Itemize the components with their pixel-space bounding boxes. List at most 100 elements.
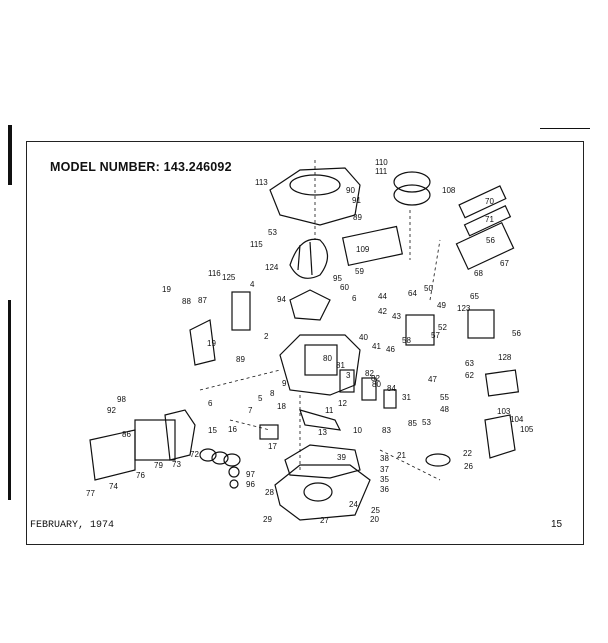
part-number-label: 125 xyxy=(222,273,236,282)
part-number-label: 5 xyxy=(258,394,263,403)
part-number-label: 63 xyxy=(465,359,474,368)
part-number-label: 65 xyxy=(470,292,479,301)
part-number-label: 68 xyxy=(474,269,483,278)
part-number-label: 82 xyxy=(365,369,374,378)
part-number-label: 84 xyxy=(387,384,396,393)
footer-page-number: 15 xyxy=(551,519,563,530)
part-number-label: 48 xyxy=(440,405,449,414)
part-number-label: 24 xyxy=(349,500,358,509)
part-number-label: 18 xyxy=(277,402,286,411)
part-number-label: 92 xyxy=(107,406,116,415)
part-number-label: 44 xyxy=(378,292,387,301)
part-number-label: 81 xyxy=(336,361,345,370)
dashed-assembly-lines xyxy=(199,160,441,481)
part-number-label: 73 xyxy=(172,460,181,469)
part-number-label: 36 xyxy=(380,485,389,494)
part-number-label: 105 xyxy=(520,425,534,434)
part-number-label: 49 xyxy=(437,301,446,310)
part-number-label: 60 xyxy=(340,283,349,292)
part-number-label: 42 xyxy=(378,307,387,316)
part-number-label: 91 xyxy=(352,196,361,205)
part-number-label: 7 xyxy=(248,406,253,415)
part-number-label: 31 xyxy=(402,393,411,402)
part-number-label: 123 xyxy=(457,304,471,313)
part-number-label: 21 xyxy=(397,451,406,460)
scan-edge-mark xyxy=(540,128,590,129)
part-number-label: 104 xyxy=(510,415,524,424)
part-number-label: 59 xyxy=(355,267,364,276)
part-number-label: 15 xyxy=(208,426,217,435)
part-number-label: 115 xyxy=(250,240,263,249)
part-number-label: 47 xyxy=(428,375,437,384)
part-number-label: 110 xyxy=(375,158,388,167)
diagram-frame xyxy=(26,141,584,545)
part-number-label: 71 xyxy=(485,215,494,224)
part-number-label: 16 xyxy=(228,425,237,434)
part-number-label: 46 xyxy=(386,345,395,354)
part-number-label: 124 xyxy=(265,263,279,272)
part-number-label: 70 xyxy=(485,197,494,206)
scan-edge-mark xyxy=(8,125,12,185)
part-number-label: 4 xyxy=(250,280,255,289)
part-number-label: 72 xyxy=(190,450,199,459)
part-number-label: 111 xyxy=(375,167,388,176)
part-number-label: 52 xyxy=(438,323,447,332)
part-number-label: 19 xyxy=(162,285,171,294)
part-number-label: 128 xyxy=(498,353,512,362)
part-number-label: 25 xyxy=(371,506,380,515)
part-number-label: 3 xyxy=(346,371,351,380)
part-number-label: 98 xyxy=(117,395,126,404)
part-number-label: 67 xyxy=(500,259,509,268)
part-number-label: 103 xyxy=(497,407,511,416)
part-number-labels: 1101111081139091538970715667681091151241… xyxy=(86,158,534,525)
engine-parts-outlines xyxy=(89,167,520,521)
part-number-label: 20 xyxy=(370,515,379,524)
part-number-label: 38 xyxy=(380,454,389,463)
part-number-label: 12 xyxy=(338,399,347,408)
part-number-label: 17 xyxy=(268,442,277,451)
footer-date: FEBRUARY, 1974 xyxy=(30,520,115,531)
part-number-label: 116 xyxy=(208,269,221,278)
part-number-label: 77 xyxy=(86,489,95,498)
part-number-label: 85 xyxy=(408,419,417,428)
part-number-label: 8 xyxy=(270,389,275,398)
part-number-label: 37 xyxy=(380,465,389,474)
part-number-label: 6 xyxy=(208,399,213,408)
part-number-label: 53 xyxy=(422,418,431,427)
part-number-label: 80 xyxy=(323,354,332,363)
part-number-label: 89 xyxy=(353,213,362,222)
part-number-label: 108 xyxy=(442,186,456,195)
part-number-label: 19 xyxy=(207,339,216,348)
part-number-label: 28 xyxy=(265,488,274,497)
part-number-label: 56 xyxy=(512,329,521,338)
part-number-label: 90 xyxy=(346,186,355,195)
part-number-label: 53 xyxy=(268,228,277,237)
part-number-label: 57 xyxy=(431,331,440,340)
part-number-label: 43 xyxy=(392,312,401,321)
part-number-label: 26 xyxy=(464,462,473,471)
part-number-label: 109 xyxy=(356,245,370,254)
part-number-label: 86 xyxy=(122,430,131,439)
part-number-label: 89 xyxy=(236,355,245,364)
part-number-label: 40 xyxy=(359,333,368,342)
model-number-title: MODEL NUMBER: 143.246092 xyxy=(50,160,232,174)
part-number-label: 29 xyxy=(263,515,272,524)
part-number-label: 56 xyxy=(486,236,495,245)
part-number-label: 96 xyxy=(246,480,255,489)
part-number-label: 22 xyxy=(463,449,472,458)
part-number-label: 62 xyxy=(465,371,474,380)
part-number-label: 6 xyxy=(352,294,357,303)
part-number-label: 55 xyxy=(440,393,449,402)
part-number-label: 82 xyxy=(371,374,380,383)
part-number-label: 113 xyxy=(255,178,268,187)
part-number-label: 2 xyxy=(264,332,269,341)
part-number-label: 39 xyxy=(337,453,346,462)
part-number-label: 76 xyxy=(136,471,145,480)
part-number-label: 87 xyxy=(198,296,207,305)
part-number-label: 41 xyxy=(372,342,381,351)
part-number-label: 11 xyxy=(325,406,334,415)
part-number-label: 27 xyxy=(320,516,329,525)
scan-edge-mark xyxy=(8,300,11,500)
